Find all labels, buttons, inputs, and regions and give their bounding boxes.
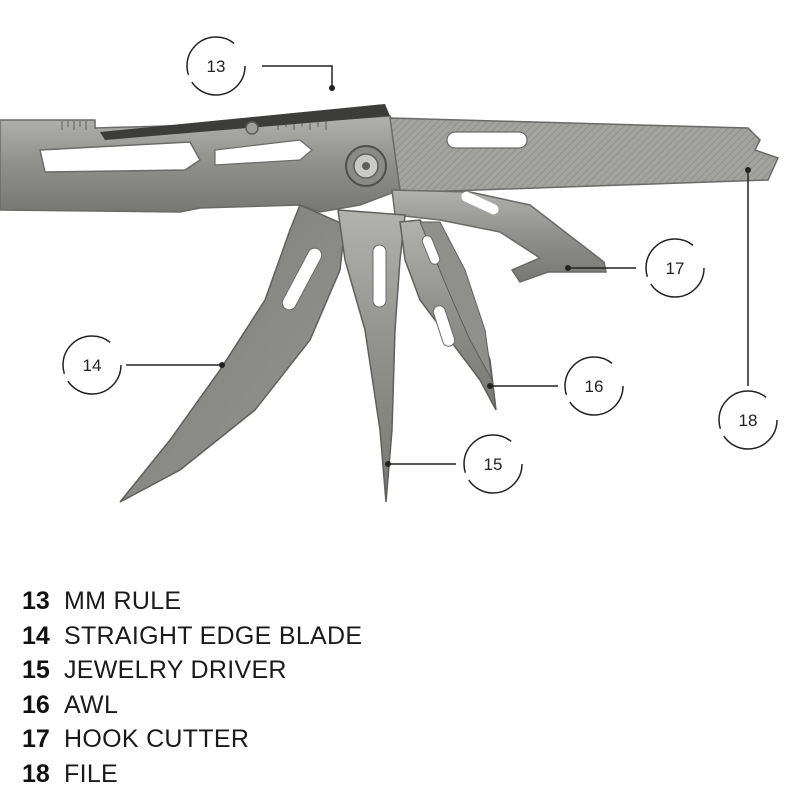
callout-17-number: 17	[666, 259, 685, 278]
callout-16: 16	[564, 356, 624, 416]
callout-line-13	[262, 65, 333, 88]
callout-14: 14	[62, 335, 122, 395]
tool-handle	[0, 104, 401, 213]
legend-label: AWL	[64, 690, 119, 719]
legend-number: 16	[22, 690, 50, 719]
callout-15-number: 15	[484, 455, 503, 474]
callout-16-number: 16	[585, 377, 604, 396]
legend-item-16: 16 AWL	[22, 688, 522, 723]
mm-rule-bar	[100, 104, 390, 140]
callout-13: 13	[186, 36, 246, 96]
legend-number: 15	[22, 656, 50, 685]
jewelry-driver-tool	[337, 209, 406, 503]
legend-number: 13	[22, 587, 50, 615]
legend-label: MM RULE	[64, 587, 182, 615]
legend-item-18: 18 FILE	[22, 757, 522, 792]
hook-cutter-tool	[391, 189, 607, 283]
callout-13-number: 13	[207, 57, 226, 76]
legend-item-15: 15 JEWELRY DRIVER	[22, 653, 522, 688]
multitool-diagram: 13 14 15 16 17 18	[0, 36, 780, 503]
legend-label: JEWELRY DRIVER	[64, 656, 287, 685]
file-tool	[389, 117, 780, 193]
legend-item-13: 13 MM RULE	[22, 584, 522, 619]
callout-15: 15	[463, 434, 523, 494]
legend-item-17: 17 HOOK CUTTER	[22, 722, 522, 757]
callout-18: 18	[718, 390, 778, 450]
awl-tool	[399, 219, 497, 411]
legend-number: 18	[22, 759, 50, 788]
legend-number: 17	[22, 725, 50, 754]
legend-label: STRAIGHT EDGE BLADE	[64, 621, 363, 650]
legend-item-14: 14 STRAIGHT EDGE BLADE	[22, 619, 522, 654]
callout-18-number: 18	[739, 411, 758, 430]
parts-legend: 13 MM RULE 14 STRAIGHT EDGE BLADE 15 JEWELR…	[22, 584, 522, 792]
callout-17: 17	[645, 238, 705, 298]
pivot-screw	[345, 145, 387, 187]
straight-edge-blade	[119, 203, 346, 503]
legend-label: HOOK CUTTER	[64, 725, 250, 754]
callout-14-number: 14	[83, 356, 102, 375]
legend-number: 14	[22, 621, 50, 650]
legend-label: FILE	[64, 759, 118, 788]
